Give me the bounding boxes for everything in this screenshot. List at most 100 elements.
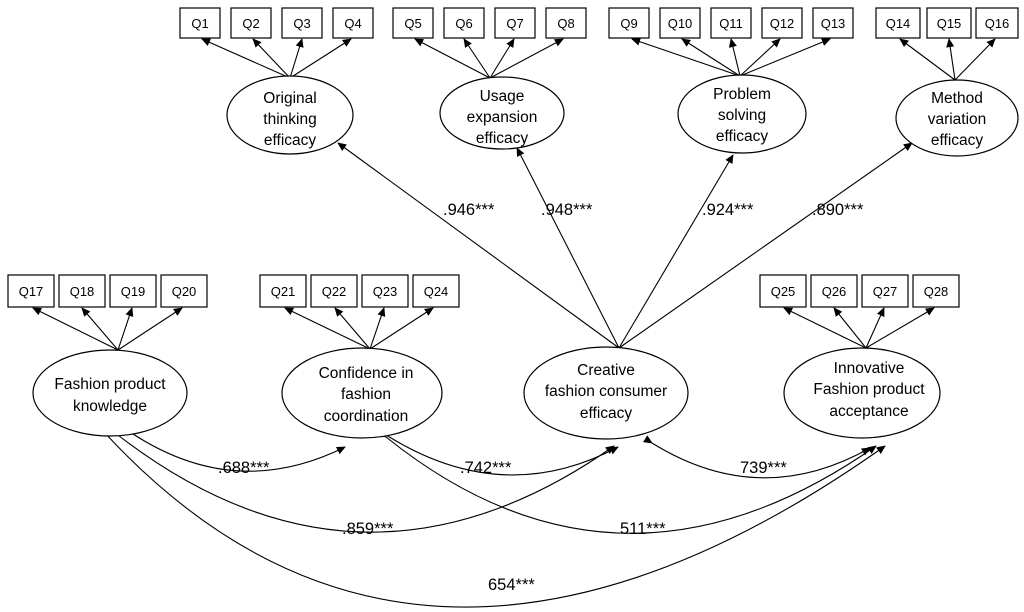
- svg-text:Creative: Creative: [577, 362, 635, 379]
- svg-text:Fashion product: Fashion product: [54, 376, 166, 393]
- indicator-q24: Q24: [412, 274, 460, 308]
- svg-text:Q23: Q23: [373, 284, 398, 299]
- coef-original: .946***: [443, 201, 495, 219]
- svg-text:Q12: Q12: [770, 16, 795, 31]
- svg-text:fashion consumer: fashion consumer: [545, 383, 667, 400]
- svg-text:Problem: Problem: [713, 86, 771, 103]
- latent-fashion-product-knowledge: Fashion product knowledge: [32, 349, 188, 437]
- indicator-q23: Q23: [361, 274, 409, 308]
- svg-text:Fashion product: Fashion product: [813, 381, 925, 398]
- svg-text:Q11: Q11: [719, 16, 743, 31]
- svg-text:knowledge: knowledge: [73, 398, 147, 415]
- indicator-q6: Q6: [443, 7, 485, 39]
- indicator-q27: Q27: [861, 274, 909, 308]
- indicator-q14: Q14: [875, 7, 921, 39]
- indicator-q16: Q16: [975, 7, 1019, 39]
- indicator-q26: Q26: [810, 274, 858, 308]
- indicator-q5: Q5: [392, 7, 434, 39]
- latent-creative-fashion-consumer-efficacy: Creative fashion consumer efficacy: [523, 346, 689, 440]
- svg-text:Method: Method: [931, 90, 983, 107]
- svg-text:fashion: fashion: [341, 386, 391, 403]
- svg-text:efficacy: efficacy: [931, 132, 984, 149]
- indicator-q21: Q21: [259, 274, 307, 308]
- coef-knowledge-innovative: 654***: [488, 576, 535, 594]
- svg-text:Q9: Q9: [620, 16, 637, 31]
- svg-text:variation: variation: [928, 111, 987, 128]
- indicator-q28: Q28: [912, 274, 960, 308]
- svg-text:Q20: Q20: [172, 284, 197, 299]
- latent-usage-expansion-efficacy: Usage expansion efficacy: [439, 76, 565, 150]
- svg-text:efficacy: efficacy: [476, 130, 529, 147]
- coef-problem: .924***: [702, 201, 754, 219]
- coef-usage: .948***: [541, 201, 593, 219]
- svg-text:Q24: Q24: [424, 284, 449, 299]
- svg-text:Q3: Q3: [293, 16, 310, 31]
- svg-text:Q14: Q14: [886, 16, 911, 31]
- svg-text:thinking: thinking: [263, 111, 316, 128]
- coef-knowledge-confidence: .688***: [218, 459, 270, 477]
- svg-text:efficacy: efficacy: [264, 132, 317, 149]
- indicator-q17: Q17: [7, 274, 55, 308]
- latent-method-variation-efficacy: Method variation efficacy: [895, 79, 1019, 157]
- indicator-q15: Q15: [926, 7, 972, 39]
- svg-text:Original: Original: [263, 90, 316, 107]
- svg-text:Q1: Q1: [191, 16, 208, 31]
- svg-text:Q16: Q16: [985, 16, 1010, 31]
- svg-text:efficacy: efficacy: [580, 405, 633, 422]
- svg-text:Q13: Q13: [821, 16, 846, 31]
- coef-knowledge-creative: .859***: [342, 520, 394, 538]
- indicator-q3: Q3: [281, 7, 323, 39]
- coef-confidence-innovative: 511***: [620, 520, 666, 538]
- indicator-q1: Q1: [179, 7, 221, 39]
- svg-text:expansion: expansion: [467, 109, 538, 126]
- svg-text:Q17: Q17: [19, 284, 44, 299]
- svg-text:Q6: Q6: [455, 16, 472, 31]
- svg-text:efficacy: efficacy: [716, 128, 769, 145]
- svg-text:Q15: Q15: [937, 16, 962, 31]
- structural-arrows: [337, 142, 913, 349]
- svg-text:Innovative: Innovative: [834, 360, 905, 377]
- indicator-q25: Q25: [759, 274, 807, 308]
- svg-text:Q8: Q8: [557, 16, 574, 31]
- coef-creative-innovative: 739***: [740, 459, 787, 477]
- indicator-q11: Q11: [710, 7, 752, 39]
- indicator-q12: Q12: [761, 7, 803, 39]
- indicator-q22: Q22: [310, 274, 358, 308]
- correlation-curves: [95, 423, 886, 608]
- svg-text:Q18: Q18: [70, 284, 95, 299]
- svg-text:Q5: Q5: [404, 16, 421, 31]
- svg-text:Usage: Usage: [480, 88, 525, 105]
- indicator-q4: Q4: [332, 7, 374, 39]
- indicator-q20: Q20: [160, 274, 208, 308]
- indicator-q9: Q9: [608, 7, 650, 39]
- svg-text:Q7: Q7: [506, 16, 523, 31]
- svg-text:acceptance: acceptance: [829, 403, 908, 420]
- latent-innovative-fashion-product-acceptance: Innovative Fashion product acceptance: [783, 347, 941, 439]
- indicator-q7: Q7: [494, 7, 536, 39]
- svg-text:Q2: Q2: [242, 16, 259, 31]
- svg-text:Q19: Q19: [121, 284, 146, 299]
- coef-confidence-creative: .742***: [460, 459, 512, 477]
- loading-arrows: [32, 37, 996, 351]
- indicator-q2: Q2: [230, 7, 272, 39]
- svg-text:Q10: Q10: [668, 16, 693, 31]
- svg-text:Q27: Q27: [873, 284, 898, 299]
- svg-text:Q25: Q25: [771, 284, 796, 299]
- svg-text:Q28: Q28: [924, 284, 949, 299]
- latent-confidence-in-fashion-coordination: Confidence in fashion coordination: [281, 347, 443, 439]
- svg-text:Confidence in: Confidence in: [319, 365, 414, 382]
- indicator-q8: Q8: [545, 7, 587, 39]
- latent-original-thinking-efficacy: Original thinking efficacy: [226, 75, 354, 155]
- indicator-q18: Q18: [58, 274, 106, 308]
- svg-text:Q26: Q26: [822, 284, 847, 299]
- svg-text:Q22: Q22: [322, 284, 347, 299]
- svg-text:Q4: Q4: [344, 16, 361, 31]
- svg-text:solving: solving: [718, 107, 766, 124]
- svg-text:Q21: Q21: [271, 284, 296, 299]
- svg-text:coordination: coordination: [324, 408, 408, 425]
- latent-problem-solving-efficacy: Problem solving efficacy: [677, 74, 807, 154]
- indicator-q10: Q10: [659, 7, 701, 39]
- indicator-q19: Q19: [109, 274, 157, 308]
- indicator-q13: Q13: [812, 7, 854, 39]
